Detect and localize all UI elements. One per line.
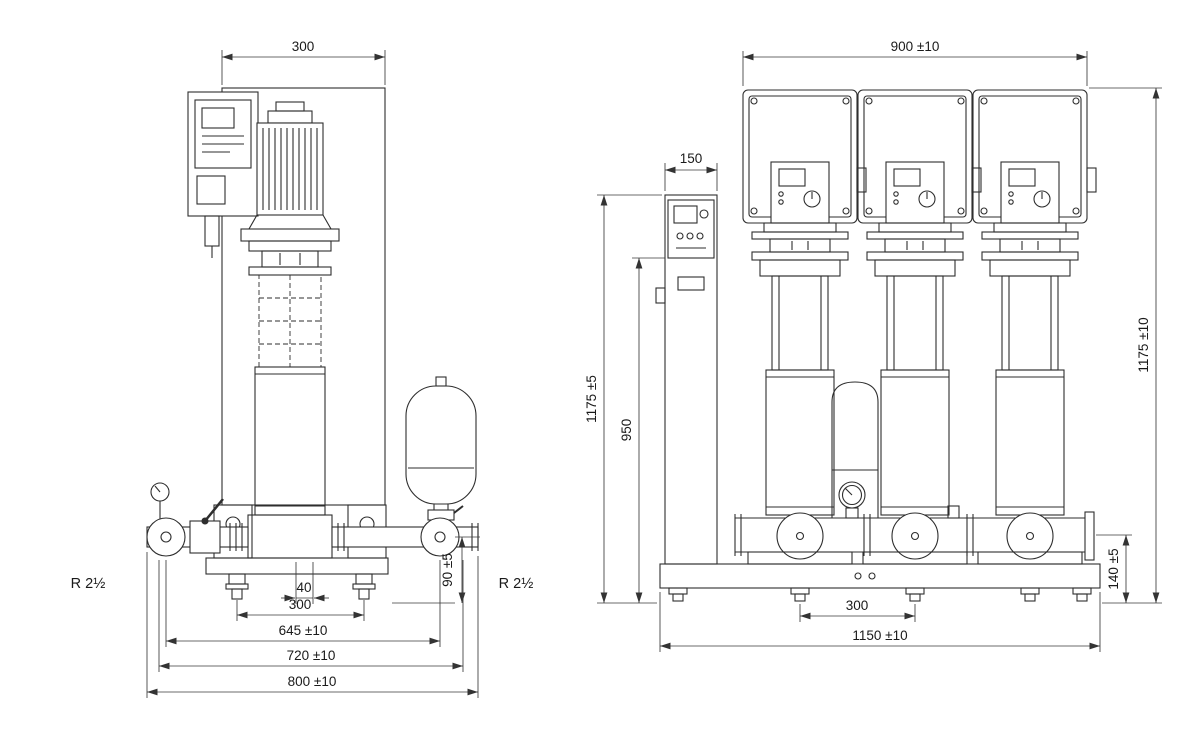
front-view — [655, 89, 1101, 602]
pump-3 — [972, 89, 1097, 565]
label-right-port: R 2½ — [499, 576, 534, 592]
cabinet-display — [673, 205, 698, 224]
dim-side-90: 90 ±5 — [440, 553, 455, 587]
pressure-gauge-front — [838, 481, 866, 519]
pump-side — [240, 228, 340, 559]
motor-side — [248, 101, 332, 230]
dim-front-950: 950 — [619, 419, 634, 442]
diaphragm-tank-front — [831, 381, 879, 518]
dim-front-140: 140 ±5 — [1106, 548, 1121, 589]
base-frame-side — [205, 557, 389, 600]
dimension-lines — [146, 50, 1162, 698]
diaphragm-tank-side — [405, 376, 477, 557]
dim-front-1175-10: 1175 ±10 — [1136, 317, 1151, 372]
side-view — [146, 87, 479, 600]
dim-front-300: 300 — [846, 598, 869, 613]
dim-side-40: 40 — [296, 580, 311, 595]
control-cabinet — [655, 194, 718, 565]
dim-front-1175-5: 1175 ±5 — [584, 375, 599, 423]
pump-2 — [857, 89, 982, 565]
dim-front-900: 900 ±10 — [891, 39, 940, 54]
dim-front-1150: 1150 ±10 — [852, 628, 907, 643]
suction-line-side — [146, 482, 249, 557]
label-left-port: R 2½ — [71, 576, 106, 592]
dim-side-top-300: 300 — [292, 39, 315, 54]
dim-side-645: 645 ±10 — [279, 623, 328, 638]
base-frame-front — [659, 563, 1101, 602]
dim-side-300: 300 — [289, 597, 312, 612]
hidden-chamber-stack — [258, 274, 322, 368]
cabinet-nameplate — [677, 276, 705, 291]
control-box-side — [187, 91, 259, 258]
dim-front-150: 150 — [680, 151, 703, 166]
dim-side-720: 720 ±10 — [287, 648, 336, 663]
dimension-labels: 300 40 90 ±5 300 645 ±10 720 ±10 800 ±10… — [71, 39, 1151, 689]
dim-side-800: 800 ±10 — [288, 674, 337, 689]
